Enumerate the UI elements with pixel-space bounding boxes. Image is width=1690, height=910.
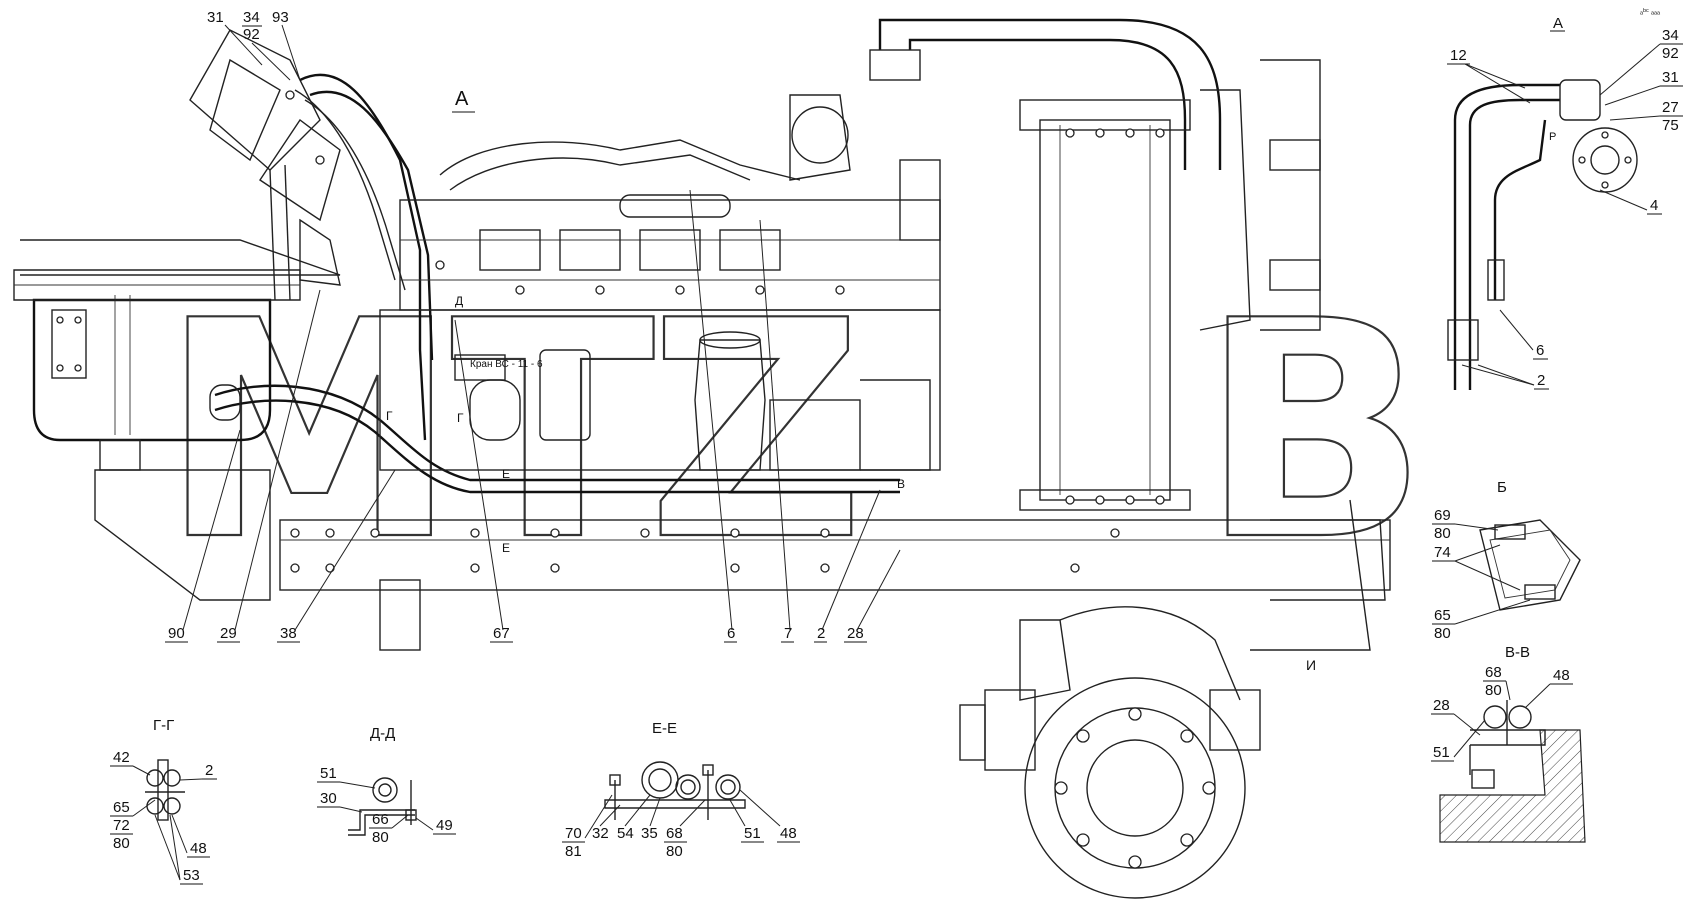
vv-callout-28: 28 — [1433, 697, 1450, 714]
inset-callout-12: 12 — [1450, 47, 1467, 64]
inset-callout-75: 75 — [1662, 117, 1679, 134]
callout-34: 34 — [243, 9, 260, 26]
inset-callout-6: 6 — [1536, 342, 1544, 359]
section-gg-title: Г-Г — [153, 717, 174, 734]
vv-callout-48: 48 — [1553, 667, 1570, 684]
ee-callout-68: 68 — [666, 825, 683, 842]
dd-callout-49: 49 — [436, 817, 453, 834]
callout-6: 6 — [727, 625, 735, 642]
gg-callout-2: 2 — [205, 762, 213, 779]
cut-mark-e1: Е — [502, 467, 510, 481]
fuel-tank — [13, 239, 341, 471]
section-b: Б 69 80 74 65 80 — [1432, 479, 1581, 642]
callout-67: 67 — [493, 625, 510, 642]
vv-callout-68: 68 — [1485, 664, 1502, 681]
inset-callout-92: 92 — [1662, 45, 1679, 62]
ee-callout-32: 32 — [592, 825, 609, 842]
ee-callout-70: 70 — [565, 825, 582, 842]
b-callout-69: 69 — [1434, 507, 1451, 524]
section-i-tag: И — [1306, 657, 1316, 673]
vv-callout-51: 51 — [1433, 744, 1450, 761]
section-dd-title: Д-Д — [370, 725, 395, 742]
cut-mark-g1: Г — [386, 409, 393, 423]
main-top-callouts: 31 34 92 93 — [207, 9, 301, 81]
inset-view-a: А Р 12 34 92 31 27 75 4 6 2 — [1447, 15, 1683, 390]
callout-2: 2 — [817, 625, 825, 642]
dd-callout-66: 66 — [372, 811, 389, 828]
inset-callout-31: 31 — [1662, 69, 1679, 86]
b-callout-80b: 80 — [1434, 625, 1451, 642]
inset-callout-27: 27 — [1662, 99, 1679, 116]
section-gg: Г-Г 42 2 65 72 80 48 53 — [110, 717, 217, 885]
ee-callout-51: 51 — [744, 825, 761, 842]
section-ee: Е-Е 70 81 32 54 35 68 80 51 48 — [562, 720, 800, 860]
inset-callout-34: 34 — [1662, 27, 1679, 44]
ee-callout-80: 80 — [666, 843, 683, 860]
vv-callout-80: 80 — [1485, 682, 1502, 699]
gg-callout-65: 65 — [113, 799, 130, 816]
cut-mark-d: Д — [455, 294, 463, 308]
b-callout-80: 80 — [1434, 525, 1451, 542]
pump-tag: Р — [1549, 131, 1556, 143]
radiator — [1019, 59, 1321, 511]
gg-callout-80: 80 — [113, 835, 130, 852]
cut-mark-e2: Е — [502, 541, 510, 555]
section-vv-title: В-В — [1505, 644, 1530, 661]
section-dd: Д-Д 51 30 66 80 49 — [317, 725, 456, 846]
inset-callout-4: 4 — [1650, 197, 1658, 214]
steering-column — [189, 29, 341, 301]
watermark-suffix: B — [1200, 257, 1421, 606]
ee-callout-81: 81 — [565, 843, 582, 860]
callout-93: 93 — [272, 9, 289, 26]
dd-callout-80: 80 — [372, 829, 389, 846]
valve-tag: Кран ВС - 11 - 6 — [470, 359, 543, 370]
section-b-tag: Б — [1497, 479, 1507, 496]
main-view-label: А — [455, 88, 469, 110]
callout-29: 29 — [220, 625, 237, 642]
watermark: MTZ B — [159, 256, 1430, 607]
front-axle-hub — [959, 606, 1261, 899]
gg-callout-72: 72 — [113, 817, 130, 834]
ee-callout-35: 35 — [641, 825, 658, 842]
watermark-text: MTZ — [160, 257, 857, 606]
ee-callout-54: 54 — [617, 825, 634, 842]
frame-rail — [94, 469, 1391, 651]
main-bottom-callouts: 90 29 38 67 6 7 2 28 — [165, 189, 901, 643]
inset-callout-2: 2 — [1537, 372, 1545, 389]
callout-38: 38 — [280, 625, 297, 642]
main-view: Кран ВС - 11 - 6 А Г Г Д Е Е В И 31 34 9… — [13, 9, 1391, 899]
cut-mark-g2: Г — [457, 411, 464, 425]
callout-7: 7 — [784, 625, 792, 642]
b-callout-74: 74 — [1434, 544, 1451, 561]
corner-mark: ₐᵇᶜ ₐₐₐ — [1640, 7, 1661, 16]
engine-block — [379, 18, 1222, 471]
inset-a-label: А — [1553, 15, 1563, 32]
callout-28: 28 — [847, 625, 864, 642]
dd-callout-30: 30 — [320, 790, 337, 807]
callout-92: 92 — [243, 26, 260, 43]
ee-callout-48: 48 — [780, 825, 797, 842]
gg-callout-42: 42 — [113, 749, 130, 766]
callout-31: 31 — [207, 9, 224, 26]
gg-callout-48: 48 — [190, 840, 207, 857]
gg-callout-53: 53 — [183, 867, 200, 884]
cut-mark-v: В — [897, 477, 905, 491]
section-vv: В-В 68 80 48 28 51 — [1431, 644, 1586, 843]
b-callout-65: 65 — [1434, 607, 1451, 624]
dd-callout-51: 51 — [320, 765, 337, 782]
callout-90: 90 — [168, 625, 185, 642]
section-ee-title: Е-Е — [652, 720, 677, 737]
